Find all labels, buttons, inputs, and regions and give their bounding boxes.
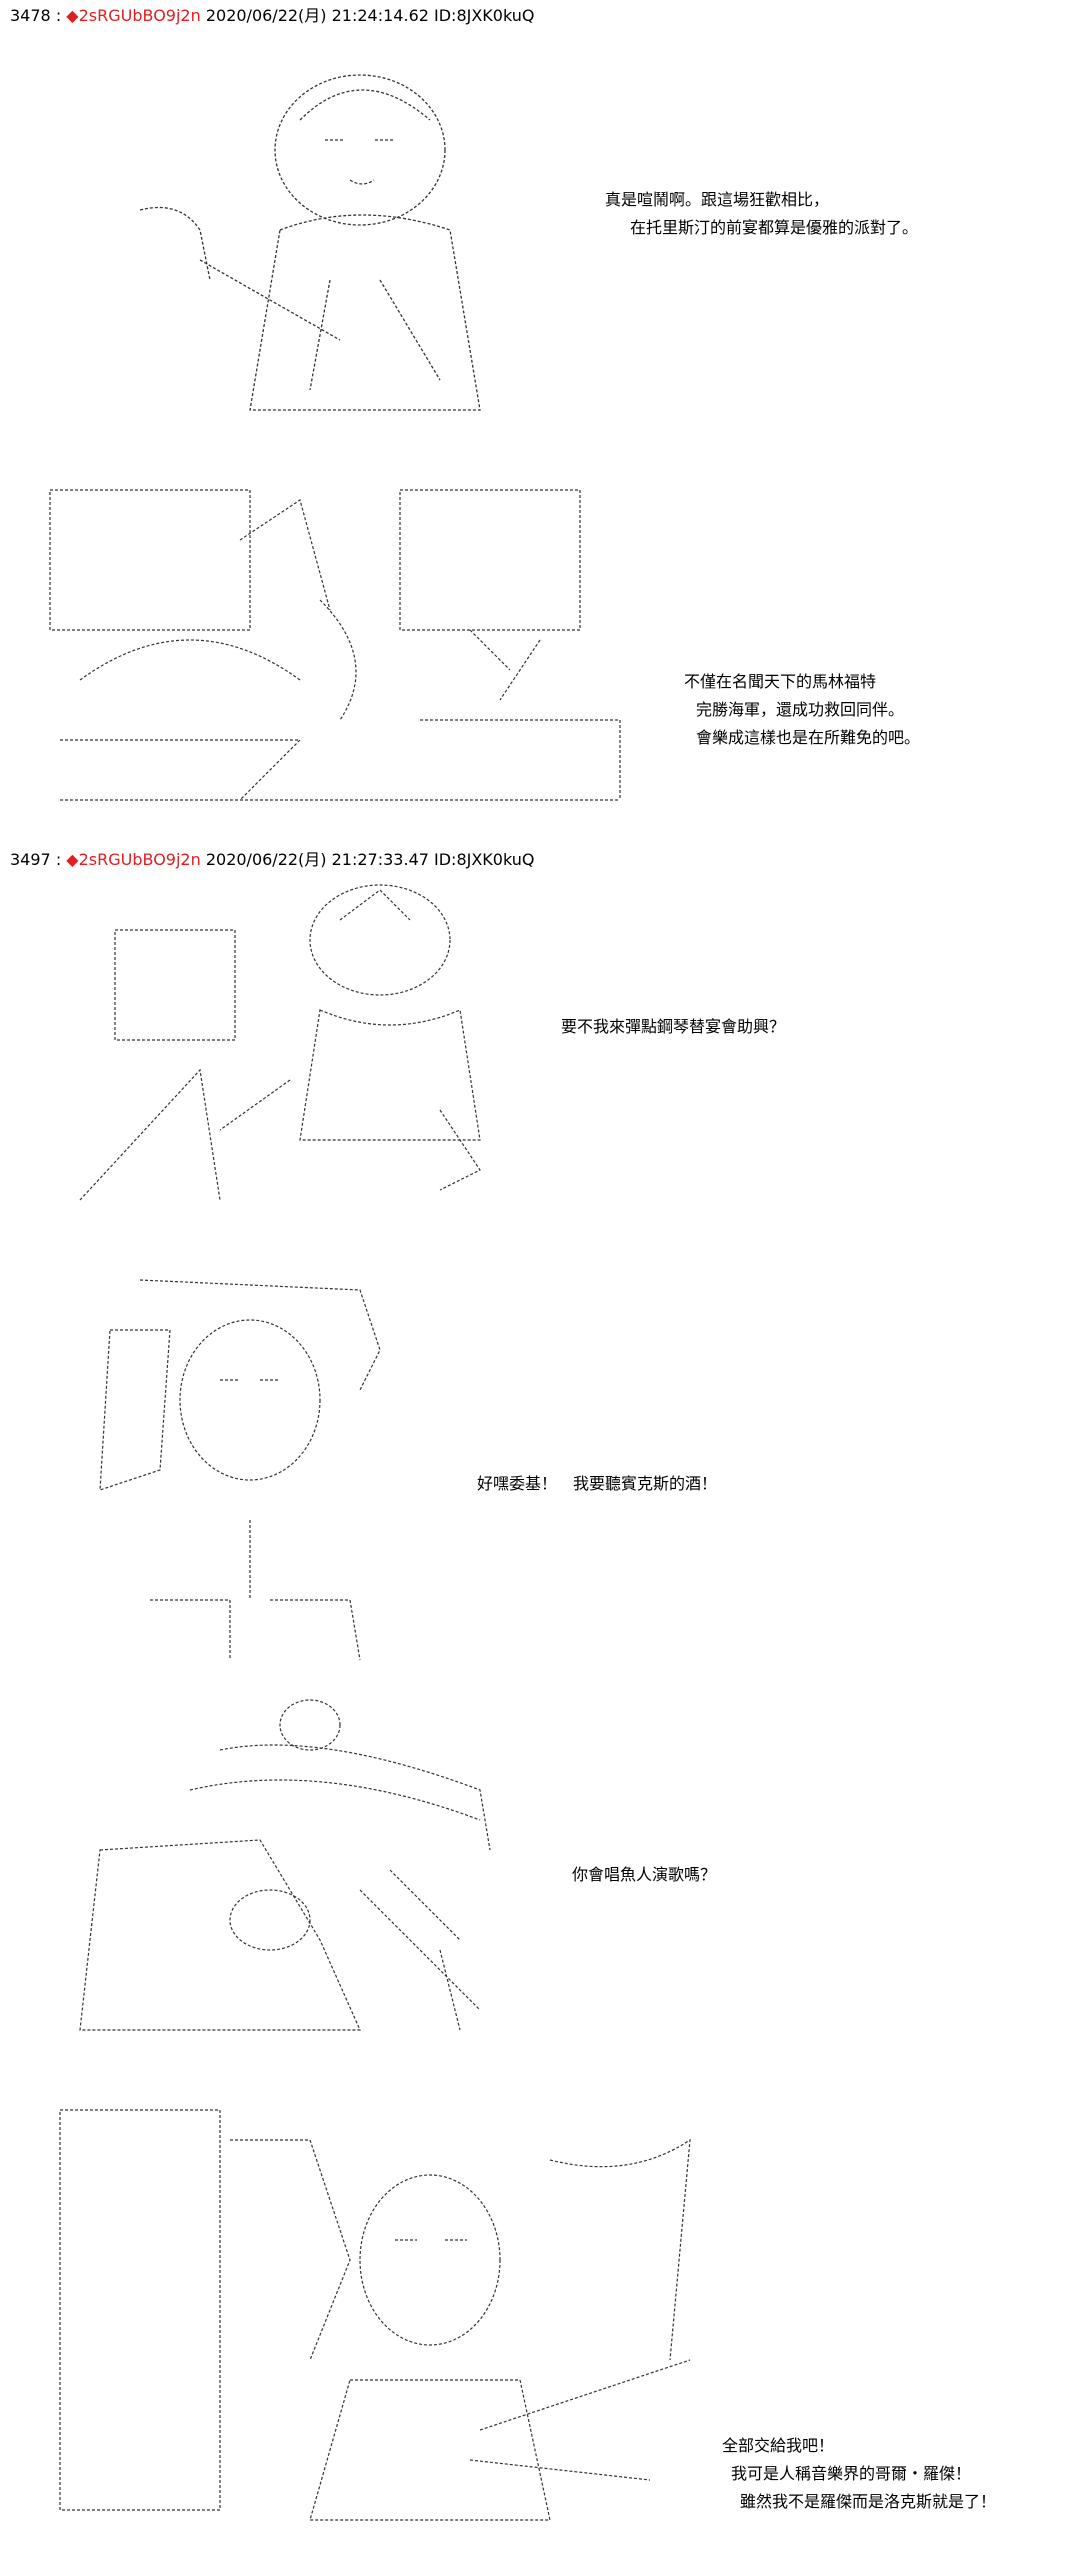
- poster-name-link[interactable]: ◆2sRGUbBO9j2n: [66, 850, 201, 869]
- post-separator: :: [55, 850, 62, 869]
- ascii-art-figure-icon: [60, 880, 540, 1220]
- ascii-art-figure-icon: [60, 1270, 420, 1670]
- dialogue-panel-6: 全部交給我吧！ 我可是人稱音樂界的哥爾・羅傑！ 雖然我不是羅傑而是洛克斯就是了！: [722, 2432, 996, 2516]
- dialogue-line: 會樂成這樣也是在所難免的吧。: [696, 728, 921, 747]
- dialogue-panel-1: 真是喧鬧啊。跟這場狂歡相比， 在托里斯汀的前宴都算是優雅的派對了。: [605, 186, 918, 242]
- post-header-3478: 3478 : ◆2sRGUbBO9j2n 2020/06/22(月) 21:24…: [10, 3, 534, 29]
- poster-name-link[interactable]: ◆2sRGUbBO9j2n: [66, 6, 201, 25]
- dialogue-line: 好嘿委基！ 我要聽賓克斯的酒！: [477, 1474, 718, 1493]
- dialogue-line: 完勝海軍，還成功救回同伴。: [696, 700, 905, 719]
- dialogue-line: 要不我來彈點鋼琴替宴會助興？: [561, 1017, 786, 1036]
- post-date: 2020/06/22(月) 21:27:33.47 ID:8JXK0kuQ: [205, 850, 535, 869]
- dialogue-panel-4: 好嘿委基！ 我要聽賓克斯的酒！: [477, 1470, 717, 1498]
- post-separator: :: [55, 6, 62, 25]
- dialogue-line: 你會唱魚人演歌嗎？: [572, 1865, 717, 1884]
- post-number: 3478: [10, 6, 51, 25]
- dialogue-line: 雖然我不是羅傑而是洛克斯就是了！: [740, 2492, 997, 2511]
- post-number: 3497: [10, 850, 51, 869]
- dialogue-line: 全部交給我吧！: [722, 2436, 835, 2455]
- dialogue-line: 在托里斯汀的前宴都算是優雅的派對了。: [630, 218, 919, 237]
- dialogue-line: 真是喧鬧啊。跟這場狂歡相比，: [605, 190, 830, 209]
- post-date: 2020/06/22(月) 21:24:14.62 ID:8JXK0kuQ: [205, 6, 535, 25]
- dialogue-line: 我可是人稱音樂界的哥爾・羅傑！: [731, 2464, 972, 2483]
- dialogue-line: 不僅在名聞天下的馬林福特: [684, 672, 877, 691]
- dialogue-panel-3: 要不我來彈點鋼琴替宴會助興？: [561, 1013, 785, 1041]
- ascii-art-figure-icon: [100, 40, 570, 440]
- ascii-art-figure-icon: [50, 2100, 710, 2550]
- ascii-art-figure-icon: [60, 1690, 510, 2050]
- ascii-art-figure-icon: [40, 480, 640, 820]
- post-header-3497: 3497 : ◆2sRGUbBO9j2n 2020/06/22(月) 21:27…: [10, 847, 534, 873]
- dialogue-panel-5: 你會唱魚人演歌嗎？: [572, 1861, 716, 1889]
- dialogue-panel-2: 不僅在名聞天下的馬林福特 完勝海軍，還成功救回同伴。 會樂成這樣也是在所難免的吧…: [684, 668, 920, 752]
